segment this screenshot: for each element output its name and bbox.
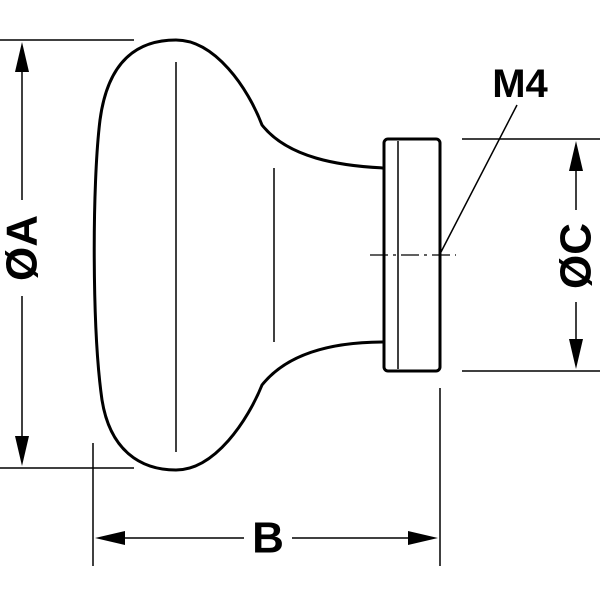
dim-b-text-mask (244, 516, 292, 560)
dim-a-label: ØA (0, 215, 47, 281)
knob-head-outline (92, 38, 386, 472)
thread-leader-line (440, 104, 518, 253)
dim-a-arrow-bottom (15, 436, 29, 466)
dim-c-label: ØC (552, 223, 600, 289)
dim-c-arrow-top (569, 141, 583, 171)
dim-b-arrow-right (408, 531, 438, 545)
dim-c-arrow-bottom (569, 339, 583, 369)
dim-a-arrow-top (15, 42, 29, 72)
thread-label: M4 (492, 62, 548, 106)
dim-b-arrow-left (95, 531, 125, 545)
dim-a-text-mask (6, 200, 38, 296)
dim-b-label: B (252, 514, 284, 563)
dim-c-text-mask (560, 210, 592, 302)
